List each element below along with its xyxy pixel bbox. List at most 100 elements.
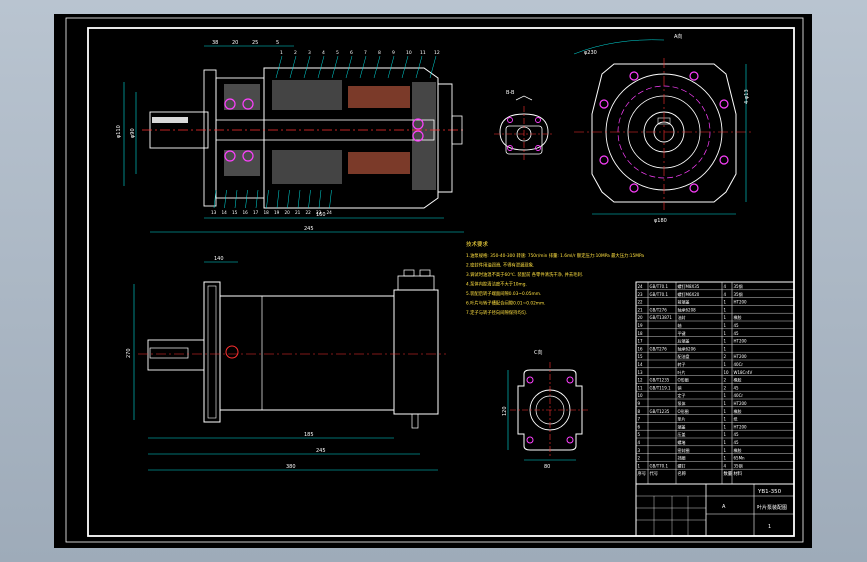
- outline-dim-4: 245: [316, 448, 326, 454]
- callout-label: 4: [322, 50, 325, 56]
- bom-cell: 转子: [678, 361, 686, 367]
- bom-cell: 4: [724, 284, 727, 289]
- bom-cell: 销: [678, 384, 682, 390]
- dim-bottom-1: 160: [316, 212, 326, 218]
- flange-view-label: C向: [534, 349, 543, 356]
- leader-line: [213, 189, 217, 209]
- rear-cap: [438, 83, 453, 193]
- bom-cell: 23: [638, 292, 644, 297]
- bom-cell: 1: [724, 346, 727, 351]
- technical-notes: 技术要求 1.油泵规格: 350-40-300 转速: 750r/min 排量:…: [466, 240, 644, 316]
- bom-cell: 40Cr: [734, 362, 744, 367]
- callout-label: 14: [222, 210, 228, 215]
- pump-housing: [263, 67, 439, 209]
- bom-cell: 1: [724, 448, 727, 453]
- leader-line: [329, 189, 332, 209]
- bom-cell: 2: [724, 385, 727, 390]
- callout-label: 7: [364, 50, 367, 56]
- bom-cell: 20: [638, 315, 644, 320]
- leader-line: [415, 55, 423, 79]
- bom-cell: 油封: [678, 314, 686, 320]
- front-flange: [203, 69, 217, 207]
- callout-label: 13: [211, 210, 217, 215]
- leader-line: [224, 189, 227, 209]
- bom-cell: 14: [638, 362, 644, 367]
- drawing-title: 叶片泵装配图: [757, 504, 787, 511]
- bom-cell: 24: [638, 284, 644, 289]
- note-line: 7.定子与转子径向间隙保持均匀.: [466, 309, 527, 316]
- flange-view: C向 80 120: [502, 349, 590, 470]
- bom-cell: 17: [638, 339, 644, 344]
- bom-cell: HT200: [734, 401, 748, 406]
- bom-cell: 橡胶: [734, 314, 742, 320]
- leader-line: [303, 55, 311, 79]
- bom-cell: 2: [638, 456, 641, 461]
- callout-label: 19: [274, 210, 280, 215]
- bom-cell: 40Cr: [734, 393, 744, 398]
- note-line: 4.泵体内腔清洁度不大于10mg.: [466, 281, 527, 288]
- bom-cell: 15: [638, 354, 644, 359]
- bom-cell: 18: [638, 331, 644, 336]
- bom-cell: 配油盘: [678, 353, 690, 359]
- bom-cell: 轴: [678, 322, 682, 328]
- bom-cell: 定子: [678, 392, 686, 398]
- callout-label: 5: [336, 50, 339, 56]
- leader-line: [275, 55, 283, 79]
- sheet-number: 1: [768, 524, 771, 530]
- bom-header-cell: 序号: [638, 470, 647, 477]
- bom-cell: 45: [734, 432, 740, 437]
- bom-cell: 21: [638, 307, 644, 312]
- dim-top-1: 38: [212, 40, 218, 46]
- side-dim-1: φ230: [584, 50, 597, 56]
- leader-line: [276, 189, 280, 209]
- outline-dim-1: 140: [214, 256, 224, 262]
- bom-cell: 45: [734, 385, 740, 390]
- bom-cell: 5: [638, 432, 641, 437]
- outer-border: [65, 17, 804, 543]
- bom-cell: 45: [734, 323, 740, 328]
- bom-cell: 1: [724, 339, 727, 344]
- bom-cell: 19: [638, 323, 644, 328]
- bom-cell: 10: [724, 370, 730, 375]
- outline-dim-3: 185: [304, 432, 314, 438]
- small-end-view: B-B: [494, 90, 554, 160]
- bom-cell: 1: [638, 463, 641, 468]
- callout-label: 6: [350, 50, 353, 56]
- side-dim-3: 4-φ13: [744, 89, 750, 104]
- bom-cell: O形圈: [678, 408, 689, 414]
- bom-cell: 4: [724, 463, 727, 468]
- leader-line: [331, 55, 339, 79]
- bom-cell: 前端盖: [678, 299, 690, 305]
- drawing-mark: A: [722, 504, 726, 510]
- bom-cell: 3: [638, 448, 641, 453]
- dim-left-1: φ110: [116, 125, 122, 138]
- side-dim-2: φ180: [654, 218, 667, 224]
- leader-line: [318, 189, 322, 209]
- leader-line: [289, 55, 297, 79]
- bom-cell: W18Cr4V: [734, 370, 753, 375]
- bom-cell: 16: [638, 346, 644, 351]
- bom-cell: 8: [638, 409, 641, 414]
- flange-dim-2: 120: [502, 406, 508, 416]
- bom-cell: GB/T276: [650, 307, 668, 312]
- leader-line: [317, 55, 325, 79]
- bom-cell: GB/T119.1: [650, 385, 672, 390]
- leader-line: [255, 189, 259, 209]
- dim-top-3: 25: [252, 40, 258, 46]
- bom-cell: 1: [724, 440, 727, 445]
- bom-cell: 1: [724, 331, 727, 336]
- dim-top-2: 20: [232, 40, 238, 46]
- callout-label: 9: [392, 50, 395, 56]
- callout-label: 11: [420, 50, 426, 56]
- callout-label: 23: [316, 210, 322, 215]
- bom-cell: 橡胶: [734, 408, 742, 414]
- bom-cell: 螺钉: [678, 462, 686, 468]
- bom-cell: 轴承6208: [678, 306, 697, 312]
- bom-cell: 1: [724, 456, 727, 461]
- bom-cell: 轴承6206: [678, 345, 697, 351]
- bom-cell: 10: [638, 393, 644, 398]
- bom-cell: 9: [638, 401, 641, 406]
- leader-line: [287, 189, 290, 209]
